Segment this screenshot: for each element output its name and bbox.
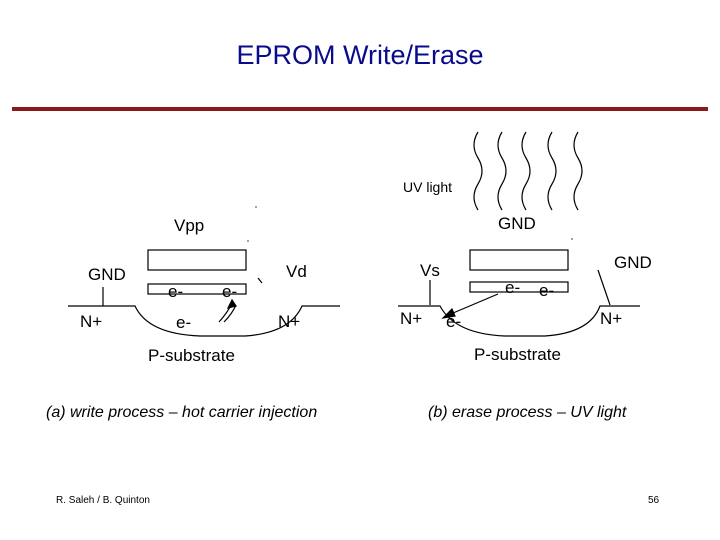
erase-gnd-top-label: GND [498, 214, 536, 233]
write-n-left-label: N+ [80, 312, 103, 331]
footer-author: R. Saleh / B. Quinton [56, 495, 150, 506]
write-n-right-label: N+ [278, 312, 301, 331]
erase-gnd-lead [597, 269, 611, 306]
erase-caption: (b) erase process – UV light [428, 404, 627, 421]
erase-floating-gate [469, 281, 569, 293]
write-vpp-label: Vpp [174, 216, 205, 235]
write-vd-lead [257, 277, 263, 284]
erase-n-right-label: N+ [600, 309, 623, 328]
write-substrate-outline [68, 305, 340, 337]
write-carrier-arrowhead [226, 298, 237, 309]
erase-electron-1: e- [505, 278, 521, 297]
uv-light-wave-5 [573, 131, 583, 211]
erase-electron-arrowhead [441, 307, 456, 319]
write-substrate-label: P-substrate [148, 346, 235, 365]
erase-substrate-label: P-substrate [474, 345, 561, 364]
uv-light-label: UV light [403, 179, 453, 195]
write-gnd-label: GND [88, 265, 126, 284]
erase-electron-arrow [445, 293, 499, 317]
uv-light-wave-3 [521, 131, 531, 211]
write-control-gate [147, 249, 247, 271]
erase-electron-2: e- [539, 281, 555, 300]
erase-vs-label: Vs [420, 261, 440, 280]
uv-light-wave-1 [473, 131, 483, 211]
write-electron-1: e- [168, 282, 184, 301]
erase-gnd-right-label: GND [614, 253, 652, 272]
write-caption: (a) write process – hot carrier injectio… [46, 404, 318, 421]
erase-n-left-label: N+ [400, 309, 423, 328]
erase-diagram [398, 131, 640, 337]
uv-light-wave-2 [497, 131, 507, 211]
uv-light-wave-4 [547, 131, 557, 211]
page-title: EPROM Write/Erase [236, 40, 484, 70]
write-electron-3: e- [176, 313, 192, 332]
erase-electron-3: e- [446, 312, 462, 331]
title-divider [12, 107, 708, 111]
write-electron-2: e- [222, 282, 238, 301]
write-diagram [68, 206, 340, 337]
erase-substrate-outline [398, 305, 640, 337]
write-vd-label: Vd [286, 262, 307, 281]
write-floating-gate [147, 283, 247, 295]
footer-page-number: 56 [648, 495, 660, 506]
erase-control-gate [469, 249, 569, 271]
